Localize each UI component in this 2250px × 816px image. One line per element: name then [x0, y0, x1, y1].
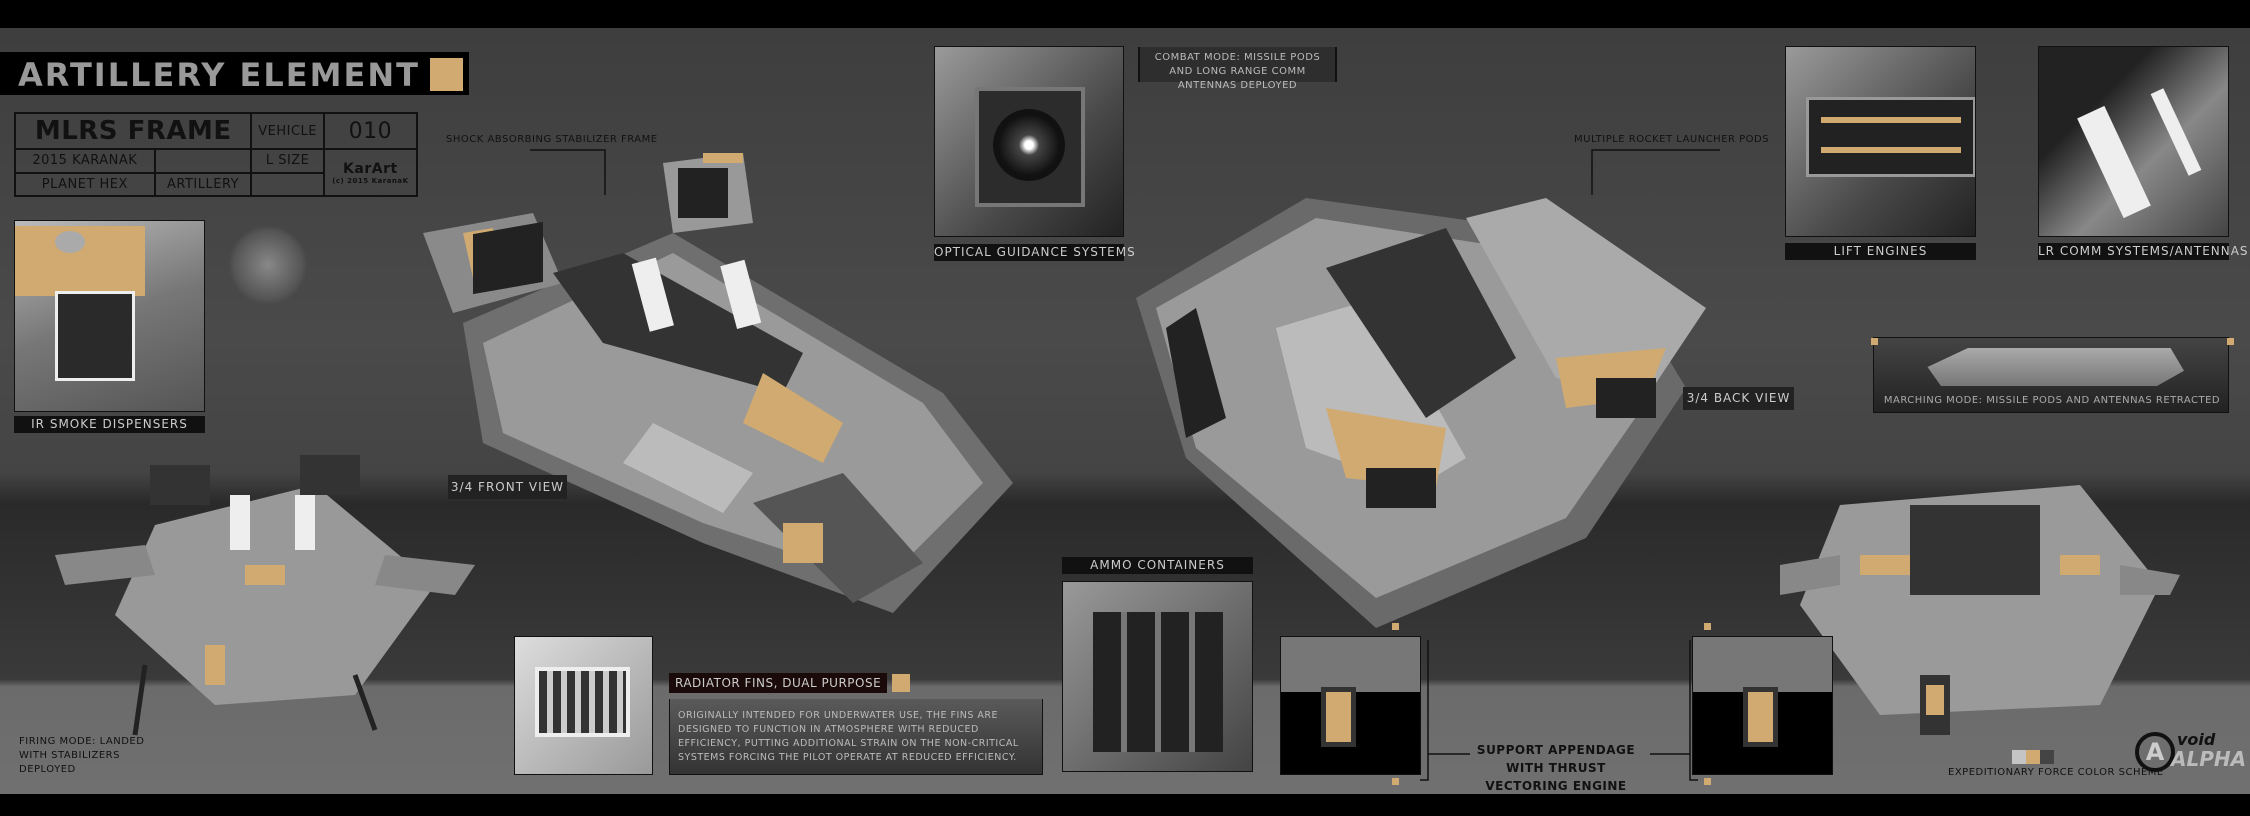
accent-swatch — [430, 58, 463, 91]
size: L SIZE — [250, 148, 325, 174]
firing-mode-note: FIRING MODE: LANDED WITH STABILIZERS DEP… — [19, 736, 145, 775]
rocket-pods-label: MULTIPLE ROCKET LAUNCHER PODS — [1574, 134, 1770, 145]
empty-cell — [153, 148, 253, 174]
color-scheme-label: EXPEDITIONARY FORCE COLOR SCHEME — [1948, 767, 2164, 778]
marching-mode-note: MARCHING MODE: MISSILE PODS AND ANTENNAS… — [1883, 395, 2221, 406]
support-appendage-note: SUPPORT APPENDAGE WITH THRUST VECTORING … — [1476, 743, 1636, 793]
front-view-label: 3/4 FRONT VIEW — [448, 475, 567, 499]
title-bar: ARTILLERY ELEMENT — [0, 52, 469, 95]
frame-name: MLRS FRAME — [13, 112, 253, 150]
ammo-containers-image — [1062, 581, 1253, 772]
swatch-light-gray — [2012, 750, 2026, 764]
color-scheme-swatches — [2012, 749, 2054, 768]
radiator-fins-image — [514, 636, 653, 775]
ammo-containers-label: AMMO CONTAINERS — [1062, 557, 1253, 574]
ir-smoke-label: IR SMOKE DISPENSERS — [14, 416, 205, 433]
optical-guidance-label: OPTICAL GUIDANCE SYSTEMS — [934, 244, 1136, 261]
void-alpha-logo: A void ALPHA — [2135, 730, 2246, 775]
stance-vehicle-render — [1780, 485, 2180, 735]
radiator-swatch — [892, 674, 911, 692]
role: ARTILLERY — [153, 171, 253, 197]
swatch-dark-gray — [2040, 750, 2054, 764]
corner-marker — [1704, 778, 1711, 785]
vehicle-number: 010 — [322, 112, 419, 150]
front-view-vehicle-render — [423, 153, 1013, 613]
corner-marker — [1392, 778, 1399, 785]
corner-marker — [1871, 338, 1878, 345]
lr-comm-image — [2038, 46, 2229, 237]
shock-frame-label: SHOCK ABSORBING STABILIZER FRAME — [446, 134, 658, 145]
optical-guidance-image — [934, 46, 1124, 237]
corner-marker — [1704, 623, 1711, 630]
page-title: ARTILLERY ELEMENT — [18, 56, 420, 94]
author: 2015 KARANAK — [14, 148, 156, 174]
type-label: VEHICLE — [250, 112, 325, 150]
setting: PLANET HEX — [14, 171, 156, 197]
lr-comm-label: LR COMM SYSTEMS/ANTENNAS — [2038, 243, 2249, 260]
lift-engines-image — [1785, 46, 1976, 237]
support-appendage-image-2 — [1692, 636, 1833, 775]
lift-engines-label: LIFT ENGINES — [1785, 243, 1976, 260]
radiator-header: RADIATOR FINS, DUAL PURPOSE — [669, 673, 911, 693]
corner-marker — [1392, 623, 1399, 630]
marching-side-render — [1927, 348, 2184, 386]
marching-mode-panel: MARCHING MODE: MISSILE PODS AND ANTENNAS… — [1873, 337, 2229, 413]
ir-smoke-detail-image — [14, 220, 205, 412]
combat-mode-note: COMBAT MODE: MISSILE PODS AND LONG RANGE… — [1138, 47, 1337, 91]
vehicle-thumbnail — [228, 225, 308, 305]
radiator-description: ORIGINALLY INTENDED FOR UNDERWATER USE, … — [669, 699, 1043, 775]
swatch-tan — [2026, 750, 2040, 764]
firing-mode-vehicle-render — [55, 455, 475, 736]
support-appendage-image-1 — [1280, 636, 1421, 775]
corner-marker — [2227, 338, 2234, 345]
empty-cell — [250, 171, 325, 197]
radiator-title: RADIATOR FINS, DUAL PURPOSE — [669, 673, 888, 693]
back-view-vehicle-render — [1136, 198, 1706, 628]
karart-logo: KarArt(c) 2015 KaranaK — [322, 148, 419, 197]
back-view-label: 3/4 BACK VIEW — [1683, 387, 1794, 410]
